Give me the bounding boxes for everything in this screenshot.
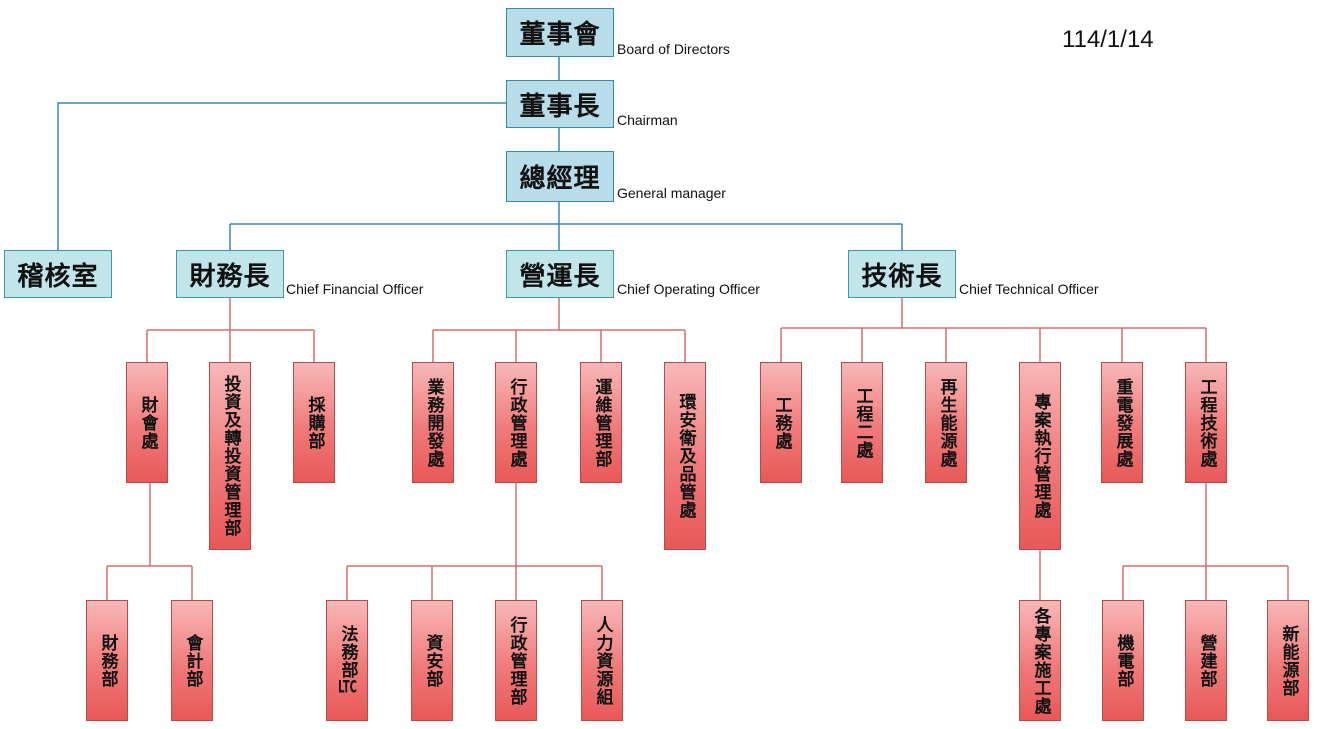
latin-suffix: LTC (338, 679, 357, 696)
cto-en-label: Chief Technical Officer (959, 281, 1099, 297)
unit-project-exec: 專案執行管理處 (1019, 362, 1061, 550)
unit-ehs-quality: 環安衛及品管處 (664, 362, 706, 550)
unit-finance-dept: 財務部 (86, 600, 128, 721)
unit-electromech: 機電部 (1102, 600, 1144, 721)
date-label: 114/1/14 (1062, 26, 1154, 53)
unit-new-energy: 新能源部 (1267, 600, 1309, 721)
board-box: 董事會 (506, 8, 614, 57)
unit-eng-tech: 工程技術處 (1185, 362, 1227, 483)
gm-box: 總經理 (506, 151, 614, 202)
unit-admin-dept: 行政管理部 (495, 600, 537, 721)
unit-construction: 營建部 (1185, 600, 1227, 721)
cfo-en-label: Chief Financial Officer (286, 281, 424, 297)
unit-finance-accounting: 財會處 (126, 362, 168, 483)
unit-infosec: 資安部 (411, 600, 453, 721)
chairman-box: 董事長 (506, 80, 614, 128)
audit-box: 稽核室 (4, 250, 112, 298)
unit-procurement: 採購部 (293, 362, 335, 483)
unit-operations-maint: 運維管理部 (580, 362, 622, 483)
coo-box: 營運長 (506, 250, 614, 298)
unit-site-projects: 各專案施工處 (1019, 600, 1061, 721)
unit-admin-mgmt: 行政管理處 (495, 362, 537, 483)
unit-business-dev: 業務開發處 (412, 362, 454, 483)
board-en-label: Board of Directors (617, 41, 730, 57)
chairman-en-label: Chairman (617, 112, 678, 128)
unit-heavy-power: 重電發展處 (1101, 362, 1143, 483)
unit-engineering: 工務處 (760, 362, 802, 483)
gm-en-label: General manager (617, 185, 726, 201)
unit-accounting-dept: 會計部 (171, 600, 213, 721)
unit-hr: 人力資源組 (581, 600, 623, 721)
cto-box: 技術長 (848, 250, 956, 298)
cfo-box: 財務長 (176, 250, 284, 298)
unit-engineering2: 工程二處 (841, 362, 883, 483)
unit-renewable: 再生能源處 (925, 362, 967, 483)
coo-en-label: Chief Operating Officer (617, 281, 760, 297)
unit-investment: 投資及轉投資管理部 (209, 362, 251, 550)
